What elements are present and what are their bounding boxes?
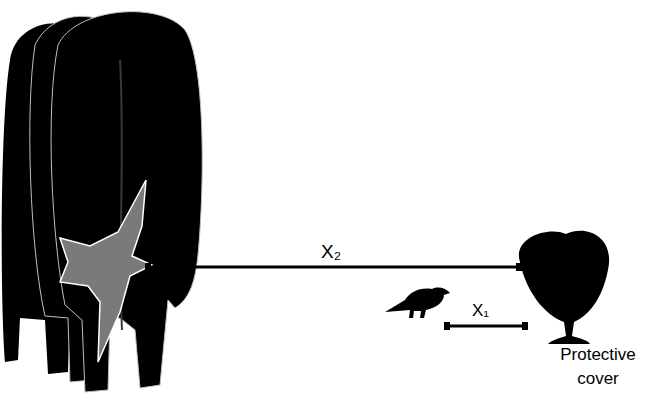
line-end	[145, 263, 151, 271]
distance-label: X₂	[321, 242, 341, 263]
cover-label: Protective cover	[548, 343, 648, 391]
hawk-silhouette	[60, 180, 152, 362]
line-end	[444, 322, 450, 330]
distance-line	[148, 266, 520, 269]
distance-line	[447, 325, 526, 328]
distance-label: X₁	[472, 302, 489, 321]
bush-silhouette	[519, 231, 609, 344]
bird-silhouette	[385, 288, 450, 318]
cow-silhouette	[51, 12, 202, 392]
line-end	[522, 322, 528, 330]
